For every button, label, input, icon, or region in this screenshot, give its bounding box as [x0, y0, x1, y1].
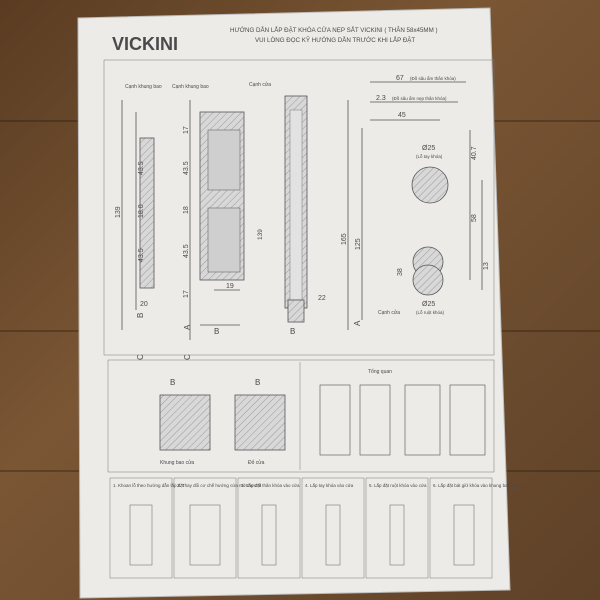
dim-43-5-c: 43.5: [183, 161, 190, 175]
handle-hole: [411, 166, 449, 204]
step-3-label: 3. Lắp đặt thân khóa vào cửa: [241, 482, 300, 488]
dim-67: 67: [396, 75, 404, 82]
letter-a-2: A: [353, 320, 362, 326]
letter-b-4: B: [255, 378, 260, 387]
step-4-label: 4. Lắp tay khóa vào cửa: [305, 482, 354, 488]
dim-18-a: 18.0: [138, 204, 145, 218]
dim-38: 38: [397, 268, 404, 276]
door-swing-right: [449, 384, 486, 456]
dim-165: 165: [341, 233, 348, 245]
label-tong-quan: Tổng quan: [368, 368, 392, 375]
step-2-label: 2. Thay đổi cơ chế hướng cửa mở thực tế: [177, 482, 262, 488]
label-canh-khung-bao: Cạnh khung bao: [125, 84, 162, 90]
dim-125: 125: [355, 238, 362, 250]
drawing-frame-top: [103, 59, 495, 356]
title-line-2: VUI LÒNG ĐỌC KỸ HƯỚNG DẪN TRƯỚC KHI LẮP …: [255, 36, 415, 44]
phi-25-a-note: (Lỗ tay khóa): [416, 153, 443, 159]
dim-43-5-d: 43.5: [183, 244, 190, 258]
letter-b-5: B: [170, 378, 175, 387]
letter-b-3: B: [290, 327, 295, 336]
dim-22: 22: [318, 295, 326, 302]
label-khung-bao-cua: Khung bao cửa: [160, 459, 194, 466]
label-canh-khung-bao-2: Cạnh khung bao: [172, 84, 209, 90]
dim-43-5-a: 43.5: [138, 161, 145, 175]
strike-plate-outline: [139, 137, 155, 289]
label-do-cua: Đố cửa: [248, 459, 265, 466]
title-line-1: HƯỚNG DẪN LẮP ĐẶT KHÓA CỬA NẸP SẮT VICKI…: [230, 26, 438, 34]
dim-13: 13: [483, 262, 490, 270]
step-5-label: 5. Lắp đặt ruột khóa vào cửa: [369, 482, 427, 488]
brand-logo: VICKINI: [112, 34, 178, 54]
letter-b-1: B: [136, 313, 145, 318]
dim-67-note: (Đồ sâu ẩm thân khóa): [410, 75, 456, 81]
letter-a-1: A: [183, 324, 192, 330]
dim-18-b: 18: [183, 206, 190, 214]
phi-25-b-note: (Lỗ ruột khóa): [416, 309, 445, 315]
dim-2-3: 2.3: [376, 95, 386, 102]
dim-45: 45: [398, 112, 406, 119]
letter-c-1: C: [136, 354, 145, 360]
overview-frame: [107, 359, 495, 473]
phi-25-a: Ø25: [422, 145, 435, 152]
dim-40-7: 40.7: [471, 146, 478, 160]
door-swing-left: [404, 384, 441, 456]
step-6-label: 6. Lắp đặt bát giữ khóa vào khung bao cử…: [433, 482, 520, 488]
dim-17-b: 17: [183, 290, 190, 298]
dim-43-5-b: 43.5: [138, 248, 145, 262]
phi-25-b: Ø25: [422, 301, 435, 308]
dim-19: 19: [226, 283, 234, 290]
dim-139-left: 139: [115, 206, 122, 218]
cylinder-hole-bottom: [412, 264, 444, 296]
dim-2-3-note: (Đồ sâu ẩm nẹp thân khóa): [392, 95, 447, 101]
dim-139-right: 139: [257, 229, 264, 240]
dim-58: 58: [471, 214, 478, 222]
door-edge-diagram: [234, 394, 286, 451]
letter-b-2: B: [214, 327, 219, 336]
letter-c-2: C: [183, 354, 192, 360]
overview-parts: [319, 384, 351, 456]
label-canh-cua-bottom: Cạnh cửa: [378, 309, 400, 316]
frame-diagram: [159, 394, 211, 451]
steps-row: 1. Khoan lỗ theo hướng dẫn lắp đặt 2. Th…: [109, 477, 520, 579]
step-1-label: 1. Khoan lỗ theo hướng dẫn lắp đặt: [113, 482, 185, 488]
dim-20: 20: [140, 301, 148, 308]
dim-17-a: 17: [183, 126, 190, 134]
label-canh-cua: Cạnh cửa: [249, 81, 271, 88]
